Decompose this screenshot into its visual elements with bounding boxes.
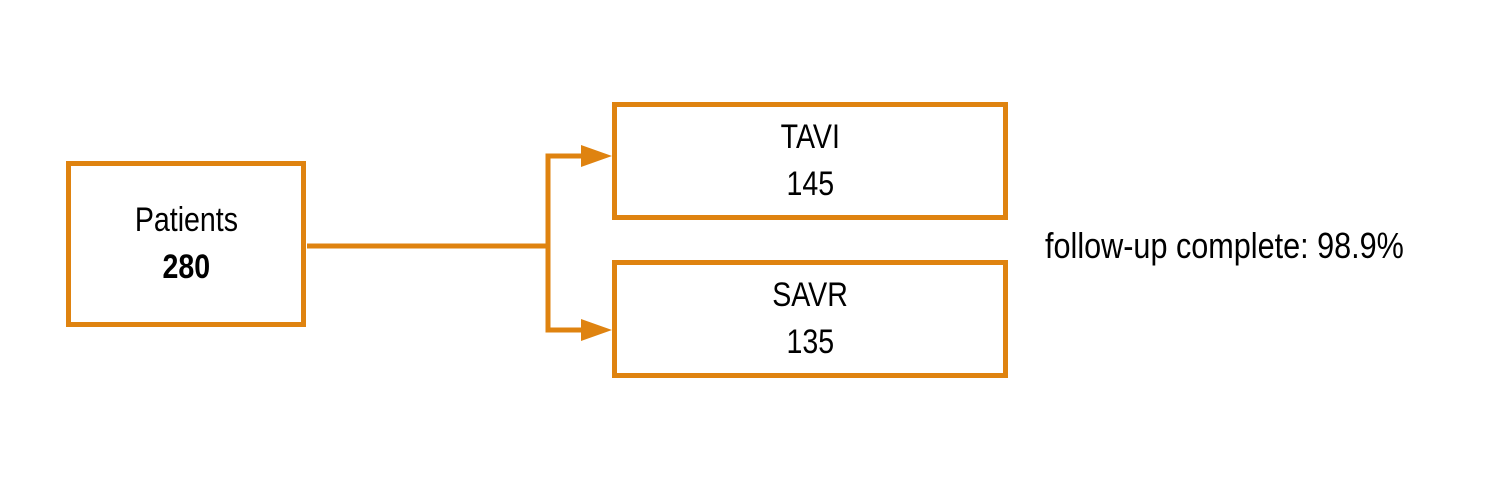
- savr-box-count: 135: [786, 323, 834, 361]
- patients-box: Patients 280: [66, 161, 306, 327]
- tavi-box-label: TAVI: [780, 118, 840, 156]
- patients-box-label: Patients: [134, 201, 238, 239]
- savr-arrowhead-icon: [581, 319, 612, 341]
- patients-box-count: 280: [162, 248, 210, 286]
- tavi-box-count: 145: [786, 165, 834, 203]
- tavi-arrowhead-icon: [581, 145, 612, 167]
- savr-box-label: SAVR: [772, 276, 848, 314]
- connector-branch-line: [545, 153, 583, 333]
- follow-up-annotation: follow-up complete: 98.9%: [1045, 225, 1404, 266]
- tavi-box: TAVI 145: [612, 102, 1008, 220]
- savr-box: SAVR 135: [612, 260, 1008, 378]
